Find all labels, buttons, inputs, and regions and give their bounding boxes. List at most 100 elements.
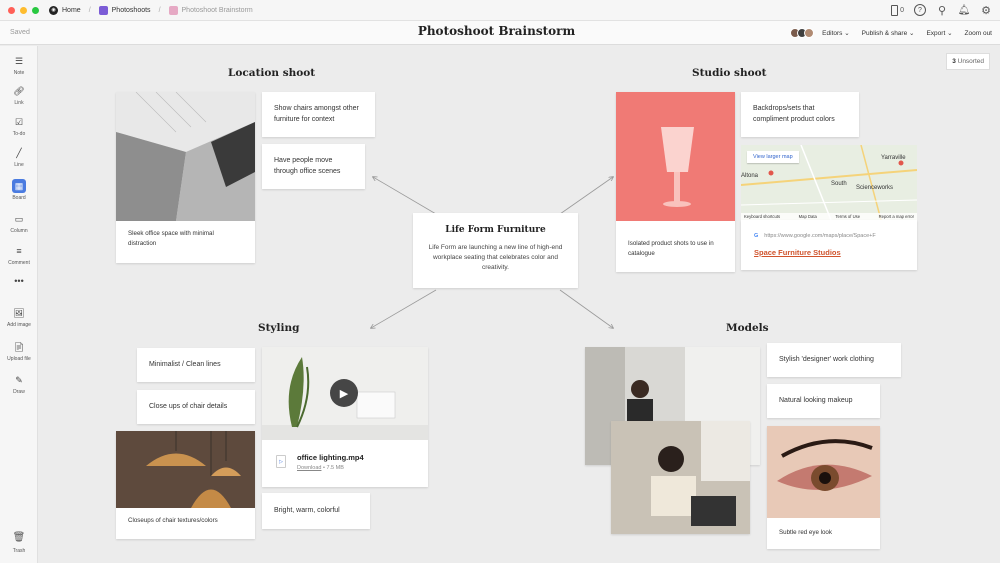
- eye-makeup-image-card[interactable]: Subtle red eye look: [767, 426, 880, 549]
- tool-more[interactable]: •••: [0, 274, 38, 290]
- maximize-window-button[interactable]: [32, 6, 39, 14]
- view-larger-map-button[interactable]: View larger map: [747, 151, 799, 163]
- note-card[interactable]: Natural looking makeup: [767, 384, 880, 418]
- device-count: 0: [900, 6, 904, 14]
- note-card[interactable]: Stylish 'designer' work clothing: [767, 343, 901, 377]
- editor-avatars[interactable]: [790, 28, 815, 38]
- title-bar: ◉ Home / Photoshoots / Photoshoot Brains…: [0, 0, 1000, 21]
- map-report-error[interactable]: Report a map error: [878, 214, 914, 219]
- man-laptop-photo: [611, 421, 750, 534]
- comment-icon: ≡: [16, 246, 22, 256]
- tool-column[interactable]: ▭Column: [10, 213, 28, 235]
- mobile-device-icon[interactable]: [891, 4, 899, 16]
- export-menu[interactable]: Export ⌄: [926, 30, 953, 37]
- note-card[interactable]: Show chairs amongst other furniture for …: [262, 92, 375, 137]
- tool-draw[interactable]: ✎Draw: [13, 374, 25, 396]
- minimize-window-button[interactable]: [20, 6, 27, 14]
- styling-heading: Styling: [258, 322, 300, 334]
- download-link[interactable]: Download: [297, 465, 322, 471]
- center-title: Life Form Furniture: [445, 225, 546, 235]
- eye-makeup-photo: [767, 426, 880, 518]
- google-map-embed[interactable]: View larger map Yarraville South Altona …: [741, 145, 917, 220]
- image-caption: Isolated product shots to use in catalog…: [628, 240, 714, 257]
- video-meta: Download • 7.5 MB: [297, 465, 344, 471]
- center-description: Life Form are launching a new line of hi…: [428, 244, 563, 272]
- models-heading: Models: [726, 322, 769, 334]
- studio-image-card[interactable]: Isolated product shots to use in catalog…: [616, 92, 735, 272]
- tool-todo[interactable]: ☑To-do: [12, 116, 26, 138]
- image-caption: Closeups of chair textures/colors: [128, 517, 218, 524]
- video-file-icon: ▷: [276, 455, 286, 468]
- link-icon: 🔗︎: [13, 85, 25, 96]
- avatar: [804, 28, 815, 38]
- editors-menu[interactable]: Editors ⌄: [822, 30, 850, 37]
- zoom-out-button[interactable]: Zoom out: [964, 29, 992, 37]
- pink-glass-image: [616, 92, 735, 221]
- breadcrumb-current: Photoshoot Brainstorm: [181, 6, 253, 14]
- board-title[interactable]: Photoshoot Brainstorm: [417, 24, 576, 38]
- map-data[interactable]: Map Data: [798, 214, 817, 219]
- settings-gear-icon[interactable]: ⚙: [981, 4, 991, 17]
- center-note[interactable]: Life Form Furniture Life Form are launch…: [413, 213, 578, 288]
- link-title[interactable]: Space Furniture Studios: [754, 248, 841, 257]
- location-image-card[interactable]: Sleek office space with minimal distract…: [116, 92, 255, 263]
- breadcrumb-separator: /: [88, 6, 91, 14]
- note-icon: ☰: [14, 55, 24, 66]
- map-roads: [741, 145, 917, 220]
- close-window-button[interactable]: [8, 6, 15, 14]
- note-card[interactable]: Minimalist / Clean lines: [137, 348, 255, 382]
- map-label: Scienceworks: [856, 185, 894, 191]
- office-architecture-image: [116, 92, 255, 221]
- tool-line[interactable]: ╱Line: [0, 146, 38, 169]
- note-card[interactable]: Close ups of chair details: [137, 390, 255, 424]
- unsorted-badge[interactable]: 3 Unsorted: [946, 53, 990, 70]
- help-icon[interactable]: ?: [914, 4, 926, 16]
- notifications-bell-icon[interactable]: 🔔︎: [957, 4, 971, 16]
- model-laptop-image[interactable]: [611, 421, 750, 534]
- note-card[interactable]: Have people move through office scenes: [262, 144, 365, 189]
- video-file-card[interactable]: ▶ ▷ office lighting.mp4 Download • 7.5 M…: [262, 347, 428, 487]
- image-caption: Sleek office space with minimal distract…: [128, 230, 214, 247]
- draw-pencil-icon: ✎: [15, 374, 23, 385]
- tool-upload-file[interactable]: 📄︎Upload file: [7, 341, 31, 363]
- upload-file-icon: 📄︎: [13, 341, 25, 352]
- trash-icon: 🗑︎: [12, 532, 26, 543]
- location-heading: Location shoot: [228, 67, 316, 79]
- column-icon: ▭: [14, 213, 24, 224]
- window-controls[interactable]: [8, 6, 39, 14]
- map-terms[interactable]: Terms of Use: [835, 214, 861, 219]
- note-card[interactable]: Backdrops/sets that compliment product c…: [741, 92, 859, 137]
- breadcrumb-photoshoots[interactable]: Photoshoots: [111, 6, 151, 14]
- image-caption: Subtle red eye look: [779, 529, 832, 536]
- tool-comment[interactable]: ≡Comment: [8, 246, 30, 266]
- more-icon: •••: [14, 276, 24, 286]
- map-keyboard-shortcuts[interactable]: Keyboard shortcuts: [744, 214, 781, 219]
- search-icon[interactable]: ⚲: [937, 4, 947, 17]
- milanote-logo-icon: ◉: [49, 5, 58, 15]
- map-label: Yarraville: [881, 155, 906, 161]
- board-icon: ▦: [12, 179, 26, 193]
- studio-heading: Studio shoot: [692, 67, 767, 79]
- video-thumbnail: ▶: [262, 347, 428, 440]
- add-image-icon: 🖼︎: [13, 307, 25, 318]
- tool-link[interactable]: 🔗︎Link: [13, 85, 25, 107]
- play-icon[interactable]: ▶: [330, 379, 358, 407]
- tool-add-image[interactable]: 🖼︎Add image: [7, 307, 31, 329]
- styling-image-card[interactable]: Closeups of chair textures/colors: [116, 431, 255, 539]
- publish-share-menu[interactable]: Publish & share ⌄: [861, 30, 915, 37]
- breadcrumb-home[interactable]: Home: [62, 6, 81, 14]
- breadcrumb: ◉ Home / Photoshoots / Photoshoot Brains…: [49, 5, 253, 15]
- video-filename: office lighting.mp4: [297, 453, 364, 462]
- note-card[interactable]: Bright, warm, colorful: [262, 493, 370, 529]
- left-toolbar: ☰Note 🔗︎Link ☑To-do ╱Line ▦Board ▭Column…: [0, 46, 38, 563]
- google-icon: G: [754, 233, 759, 239]
- board-header: Saved Photoshoot Brainstorm Editors ⌄ Pu…: [0, 21, 1000, 45]
- todo-icon: ☑: [14, 116, 24, 127]
- tool-board[interactable]: ▦Board: [12, 179, 26, 201]
- photoshoots-board-icon: [98, 5, 108, 15]
- tool-note[interactable]: ☰Note: [13, 55, 25, 77]
- trash-button[interactable]: 🗑︎Trash: [12, 532, 26, 554]
- top-right-actions: 0 ? ⚲ 🔔︎ ⚙: [891, 4, 992, 17]
